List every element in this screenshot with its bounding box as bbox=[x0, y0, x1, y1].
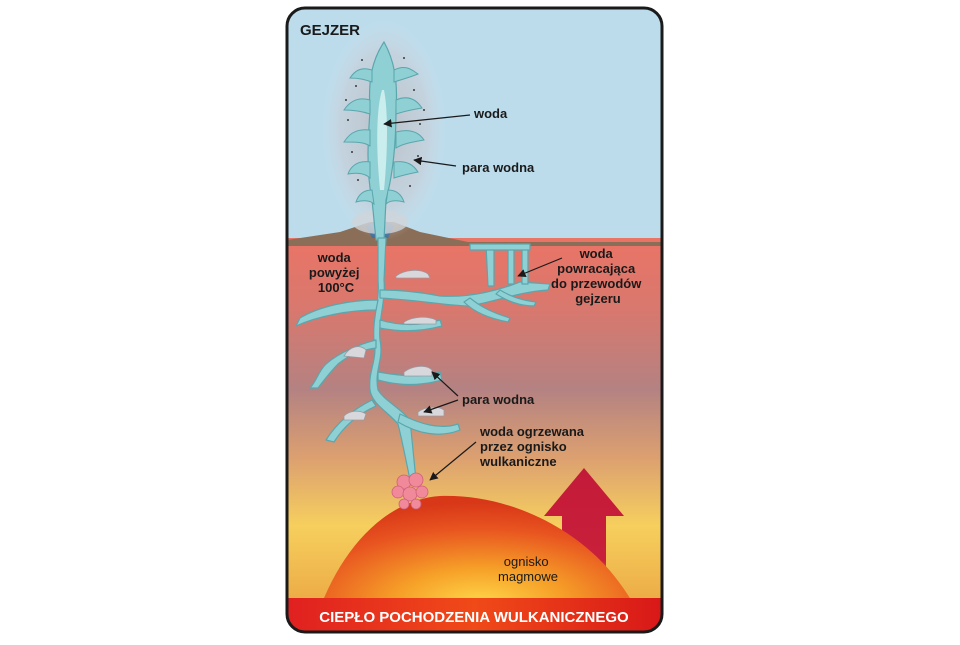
label-woda-powyzej-line: powyżej bbox=[309, 265, 360, 280]
bottom-band bbox=[287, 598, 662, 632]
arrow-woda-powracajaca bbox=[517, 257, 563, 278]
label-woda: woda bbox=[473, 106, 508, 121]
label-woda-powracajaca: woda powracająca do przewodów gejzeru bbox=[551, 246, 645, 306]
label-para-wodna-top: para wodna bbox=[462, 160, 535, 175]
arrow-para-wodna-mid-1 bbox=[431, 371, 459, 397]
bottom-caption: CIEPŁO POCHODZENIA WULKANICZNEGO bbox=[319, 609, 629, 626]
label-woda-powracajaca-line: gejzeru bbox=[575, 291, 621, 306]
water-jet-fronds bbox=[343, 67, 425, 206]
label-woda-powyzej-line: 100°C bbox=[318, 280, 355, 295]
title: GEJZER bbox=[300, 22, 360, 39]
steam-droplets bbox=[345, 57, 425, 187]
label-woda-ogrzewana-line: woda ogrzewana bbox=[479, 424, 585, 439]
label-para-wodna-mid: para wodna bbox=[462, 392, 535, 407]
geyser-channels bbox=[295, 237, 551, 481]
label-woda-ogrzewana-line: przez ognisko bbox=[480, 439, 567, 454]
water-jet-core bbox=[377, 90, 387, 190]
label-ognisko: ognisko magmowe bbox=[498, 554, 558, 584]
label-woda-ogrzewana-line: wulkaniczne bbox=[479, 454, 557, 469]
label-woda-powyzej: woda powyżej 100°C bbox=[309, 250, 363, 295]
label-woda-powracajaca-line: woda bbox=[579, 246, 614, 261]
label-woda-powracajaca-line: do przewodów bbox=[551, 276, 642, 291]
heated-bubbles bbox=[391, 472, 429, 510]
label-woda-powyzej-line: woda bbox=[317, 250, 352, 265]
arrow-para-wodna-top bbox=[413, 156, 457, 167]
label-ognisko-line: ognisko bbox=[504, 554, 549, 569]
label-arrows bbox=[383, 114, 563, 481]
arrow-woda bbox=[383, 114, 471, 128]
arrow-woda-ogrzewana bbox=[429, 441, 477, 481]
arrow-para-wodna-mid-2 bbox=[423, 399, 459, 414]
label-ognisko-line: magmowe bbox=[498, 569, 558, 584]
frame bbox=[285, 6, 664, 634]
label-woda-powracajaca-line: powracająca bbox=[557, 261, 636, 276]
label-woda-ogrzewana: woda ogrzewana przez ognisko wulkaniczne bbox=[479, 424, 588, 469]
